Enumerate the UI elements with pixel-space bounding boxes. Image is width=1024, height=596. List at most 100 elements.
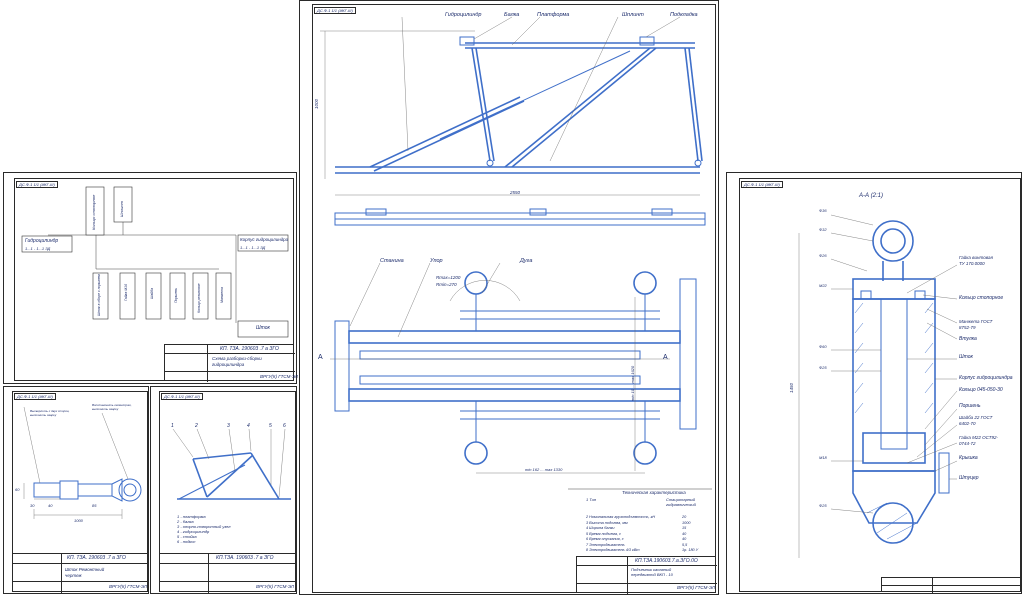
spec-value: 20 bbox=[682, 515, 687, 519]
sheet-stamp: ДС.Ф.1 1/1 (ИКГ-III) bbox=[161, 393, 203, 400]
specs-header-left: 1 Тип bbox=[586, 497, 597, 502]
title-code: КП. ТЗА. 190603 .7 а ЗГО bbox=[220, 346, 279, 352]
title-block: КП. ТЗА. 190603 .7 а ЗГО Схема разборки-… bbox=[164, 344, 298, 382]
callout-1: Кольцо стопорное bbox=[959, 295, 1004, 301]
left-dim-4: Ф60 bbox=[819, 344, 827, 349]
left-dim-7: Ф25 bbox=[819, 503, 827, 508]
left-dim-6: М18 bbox=[819, 455, 827, 460]
dim-small-1: 40 bbox=[48, 503, 53, 508]
scheme-box-bottom-3: Поршень bbox=[174, 287, 178, 303]
callout-6: Кольцо 045-050-30 bbox=[959, 387, 1003, 393]
left-dim-5: Ф25 bbox=[819, 365, 827, 370]
title-name: Подъемник канавный передвижной ВКП - 10 bbox=[631, 567, 673, 577]
radius-label-min: Rmin=270 bbox=[436, 282, 457, 287]
sheet-frame bbox=[312, 4, 716, 593]
plan-label-stanina: Станина bbox=[380, 258, 404, 264]
label-platforma: Платформа bbox=[537, 12, 570, 18]
scheme-box-left-1: Шплинт bbox=[119, 201, 124, 217]
left-dim-0: Ф36 bbox=[819, 208, 827, 213]
specs-title: Техническая характеристика bbox=[622, 490, 686, 495]
spec-value: 5,5 bbox=[682, 542, 688, 547]
spec-name: 5 Время подъема, с bbox=[586, 531, 622, 536]
spec-row: 6 Время опускания, с 40 bbox=[586, 537, 716, 543]
title-block: КП.ТЗА.190603.7.а.ЗГО.0О Подъемник канав… bbox=[576, 556, 717, 594]
title-block bbox=[881, 577, 1022, 593]
scheme-box-bottom-2: Шайба bbox=[150, 287, 154, 299]
assembly-drawing bbox=[320, 16, 712, 490]
scheme-box-gidrocilindr-code: 1...1 - 1...1 ЗД bbox=[25, 246, 51, 251]
scheme-box-bottom-4: Кольцо резиновое bbox=[197, 283, 201, 313]
spec-name: 2 Номинальная грузоподъемность, кН bbox=[586, 515, 656, 519]
sheet-stamp: ДС.Ф.1 1/1 (ИКГ-III) bbox=[14, 393, 56, 400]
sheet-stamp: ДС.Ф.1 1/1 (ИКГ-III) bbox=[16, 181, 58, 188]
spec-value: 40 bbox=[682, 531, 687, 536]
spec-name: 7 Электродвигатель bbox=[586, 542, 625, 547]
title-code: КП.ТЗА. 190603 .7 а ЗГО bbox=[216, 555, 274, 561]
legend-item: 6 - подкос bbox=[177, 539, 196, 544]
spec-row: 7 Электродвигатель 5,5 bbox=[586, 543, 716, 549]
radius-label-max: Rmax=1200 bbox=[436, 275, 461, 280]
sheet-detail: ДС.Ф.1 1/1 (ИКГ-III) Высверлить с двух с… bbox=[3, 386, 149, 594]
specs-block: Техническая характеристика 1 Тип Стацион… bbox=[586, 490, 716, 554]
section-mark-right: А bbox=[663, 354, 668, 361]
dim-length: 2550 bbox=[510, 190, 521, 195]
callout-10: Крышка bbox=[959, 455, 978, 461]
callout-11: Штуцер bbox=[959, 475, 979, 481]
spec-row: 5 Время подъема, с 40 bbox=[586, 532, 716, 538]
leader-num-3: 4 bbox=[247, 423, 250, 429]
title-block: КП.ТЗА. 190603 .7 а ЗГО ВРГУ(К) ГТСМ-ЭЛ bbox=[159, 553, 297, 593]
legend-item: 1 - платформа bbox=[177, 514, 206, 519]
left-dim-1: Ф32 bbox=[819, 227, 827, 232]
leader-num-1: 2 bbox=[195, 423, 198, 429]
title-org: ВРГУ(К) ГТСМ-ЭЛ bbox=[109, 584, 147, 589]
sheet-stamp: ДС.Ф.1 1/1 (ИКГ-III) bbox=[741, 181, 783, 188]
scheme-box-korpus: Корпус гидроцилиндра bbox=[240, 237, 289, 242]
callout-5: Корпус гидроцилиндра bbox=[959, 375, 1013, 381]
scheme-box-bottom-1: Гайка М16 bbox=[124, 283, 128, 301]
spec-value: 1р. 180 У bbox=[682, 548, 699, 552]
legend: 1 - платформа 2 - балка 3 - опорно-повор… bbox=[177, 514, 231, 544]
callout-3: Втулка bbox=[959, 336, 977, 342]
legend-item: 4 - гидроцилиндр bbox=[177, 529, 210, 534]
scheme-box-shtok: Шток bbox=[256, 325, 270, 331]
title-code: КП.ТЗА.190603.7.а.ЗГО.0О bbox=[635, 558, 698, 564]
callout-9: Гайка М22 ОСТ92-0744-72 bbox=[959, 435, 999, 446]
note-left: Высверлить с двух сторон, выполнить свар… bbox=[30, 409, 70, 417]
legend-item: 5 - стойка bbox=[177, 534, 197, 539]
dim-span: min 162 ... max 1330 bbox=[525, 467, 563, 472]
section-mark-left: А bbox=[318, 354, 323, 361]
dim-small-0: 30 bbox=[30, 503, 35, 508]
callout-7: Поршень bbox=[959, 403, 981, 409]
scheme-box-gidrocilindr: Гидроцилиндр bbox=[25, 238, 59, 244]
sheet-stamp: ДС.Ф.1 1/1 (ИКГ-III) bbox=[314, 7, 356, 14]
title-org: ВРГУ(К) ГТСМ-ЭЛ bbox=[256, 584, 294, 589]
title-code: КП. ТЗА. 190603 .7 а ЗГО bbox=[67, 555, 126, 561]
dim-vert: min 10 ... max 1620 bbox=[630, 365, 635, 401]
leader-num-2: 3 bbox=[227, 423, 230, 429]
dim-small-2: 85 bbox=[92, 503, 97, 508]
sheet-frame bbox=[739, 178, 1021, 592]
spec-row: 8 Электродвигатель 4/3 кВт 1р. 180 У bbox=[586, 548, 716, 554]
label-gidrocilindr: Гидроцилиндр bbox=[445, 12, 482, 18]
rod-drawing bbox=[23, 406, 142, 519]
spec-row: 2 Номинальная грузоподъемность, кН 20 bbox=[586, 515, 716, 521]
spec-name: 4 Ширина балки bbox=[586, 526, 615, 530]
spec-value: 40 bbox=[682, 537, 687, 541]
sheet-kinematic: ДС.Ф.1 1/1 (ИКГ-III) 1 2 3 4 5 6 1 - пла… bbox=[150, 386, 297, 594]
spec-name: 3 Высота подъема, мм bbox=[586, 520, 628, 525]
scheme-box-bottom-0: Шток в сборе с поршнем bbox=[97, 274, 101, 316]
title-name: Шток Ремонтный чертеж bbox=[65, 567, 105, 578]
label-shplint: Шплинт bbox=[622, 12, 644, 18]
label-podkladka: Подкладка bbox=[670, 12, 698, 18]
spec-name: 8 Электродвигатель 4/3 кВт bbox=[586, 548, 640, 552]
title-org: ВРГУ(К) ГТСМ-ЭЛ bbox=[677, 585, 715, 590]
left-dim-3: М22 bbox=[819, 283, 827, 288]
leader-num-5: 6 bbox=[283, 423, 286, 429]
sheet-frame bbox=[14, 178, 294, 381]
spec-name: 6 Время опускания, с bbox=[586, 537, 624, 541]
legend-item: 3 - опорно-поворотный узел bbox=[177, 524, 231, 529]
scheme-diagram bbox=[21, 186, 289, 338]
scheme-box-left-0: Кольцо стопорное bbox=[91, 194, 96, 230]
dim-total: 1450 bbox=[789, 382, 794, 393]
